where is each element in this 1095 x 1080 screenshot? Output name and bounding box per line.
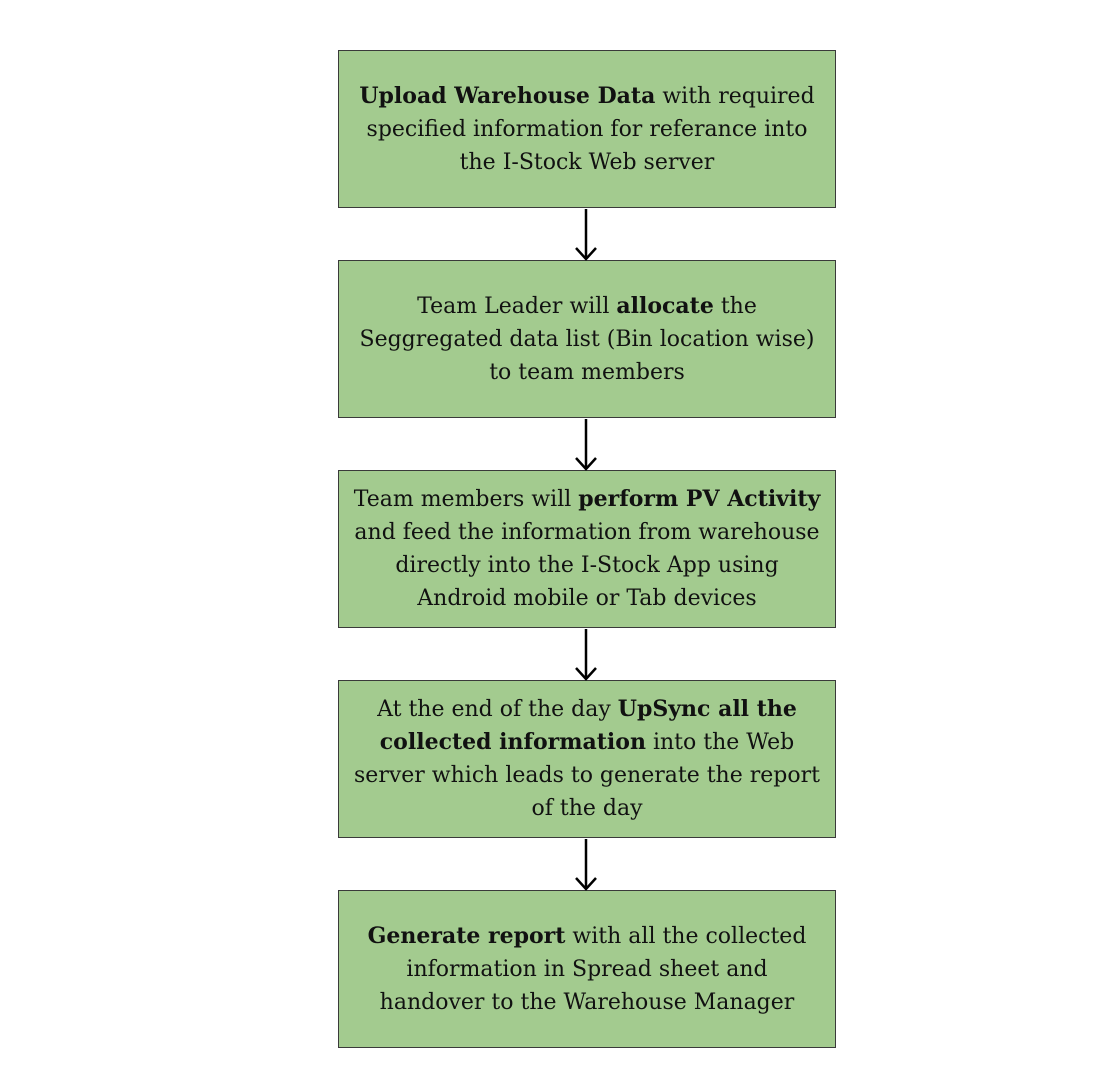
step-text-regular: with required specified information for …	[366, 83, 815, 175]
step-text-regular: the Seggregated data list (Bin location …	[359, 293, 815, 385]
arrow-2-to-3	[575, 419, 597, 471]
arrow-1-to-2	[575, 209, 597, 261]
step-text-regular: with all the collected information in Sp…	[379, 923, 807, 1015]
step-text-bold: UpSync all the collected information	[379, 696, 797, 755]
step-text-bold: perform PV Activity	[578, 486, 821, 512]
step-text-regular: Team members will	[353, 487, 579, 512]
step-box-perform-pv-activity: Team members will perform PV Activity an…	[338, 470, 836, 628]
step-text-regular: into the Web server which leads to gener…	[354, 730, 820, 821]
step-text-regular: At the end of the day	[377, 697, 618, 722]
step-text-bold: Generate report	[367, 922, 566, 949]
arrow-3-to-4	[575, 629, 597, 681]
step-text: Generate report with all the collected i…	[353, 920, 821, 1019]
step-text: At the end of the day UpSync all the col…	[353, 693, 821, 825]
step-text: Team Leader will allocate the Seggregate…	[353, 290, 821, 389]
step-box-generate-report: Generate report with all the collected i…	[338, 890, 836, 1048]
step-text-bold: Upload Warehouse Data	[359, 82, 656, 109]
step-text-regular: and feed the information from warehouse …	[354, 520, 820, 611]
arrow-4-to-5	[575, 839, 597, 891]
step-box-allocate-data-list: Team Leader will allocate the Seggregate…	[338, 260, 836, 418]
step-text-regular: Team Leader will	[417, 293, 617, 319]
step-text-bold: allocate	[616, 292, 714, 319]
step-text: Team members will perform PV Activity an…	[353, 483, 821, 615]
step-box-upsync-information: At the end of the day UpSync all the col…	[338, 680, 836, 838]
step-box-upload-warehouse-data: Upload Warehouse Data with required spec…	[338, 50, 836, 208]
step-text: Upload Warehouse Data with required spec…	[353, 80, 821, 179]
